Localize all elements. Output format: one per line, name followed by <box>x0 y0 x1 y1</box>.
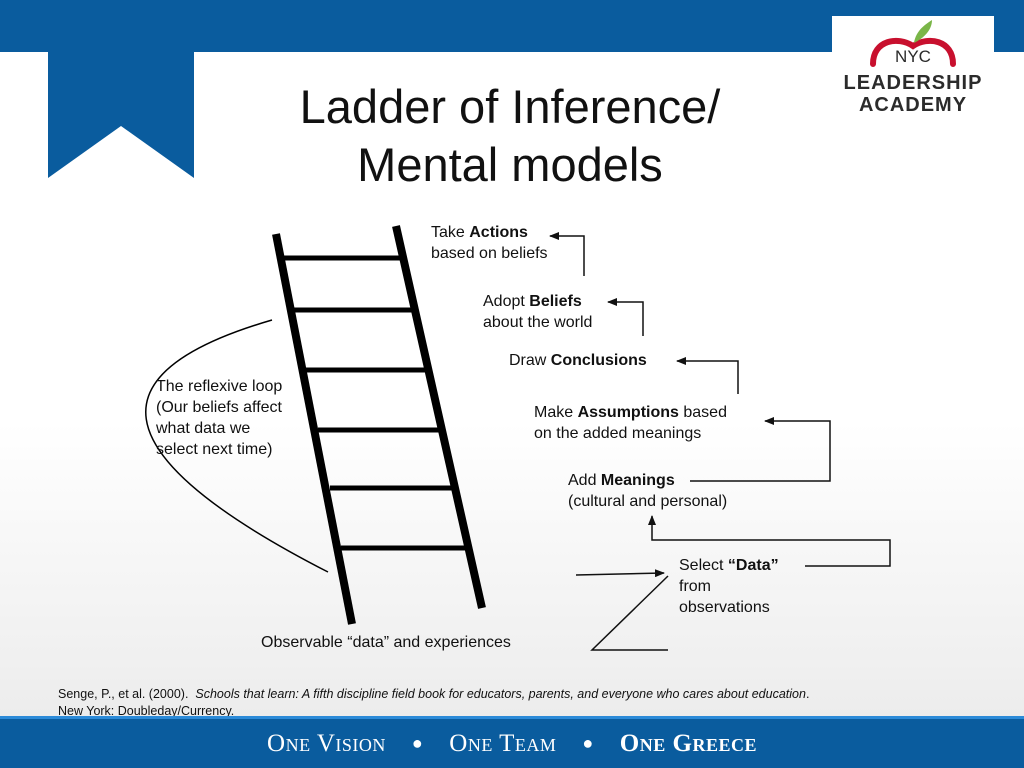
step-adopt-beliefs: Adopt Beliefs about the world <box>483 291 592 333</box>
ladder-right-rail <box>392 225 486 609</box>
connector-data-to-meanings <box>648 515 891 567</box>
step-description: based on beliefs <box>431 245 548 262</box>
reflexive-loop-line: The reflexive loop <box>156 378 283 395</box>
step-keyword: Beliefs <box>529 293 582 310</box>
step-take-actions: Take Actions based on beliefs <box>431 222 548 264</box>
connector-observations-to-data <box>590 575 669 651</box>
reflexive-loop-line: what data we <box>156 420 251 437</box>
logo-text-nyc: NYC <box>895 47 931 66</box>
ladder-left-rail <box>272 233 356 625</box>
step-description: on the added meanings <box>534 425 702 442</box>
reflexive-loop-label: The reflexive loop (Our beliefs affect w… <box>156 376 282 460</box>
footer-one-greece: One Greece <box>619 729 757 757</box>
step-make-assumptions: Make Assumptions based on the added mean… <box>534 402 727 444</box>
step-keyword: Actions <box>469 224 528 241</box>
step-text: Add <box>568 472 601 489</box>
slide-title-line1: Ladder of Inference/ <box>299 80 721 133</box>
step-description: from <box>679 578 711 595</box>
citation-punctuation: . <box>805 687 810 701</box>
reflexive-loop-line: (Our beliefs affect <box>156 399 282 416</box>
connector-meanings-to-assumptions <box>690 417 831 482</box>
step-keyword: Assumptions <box>577 404 679 421</box>
step-add-meanings: Add Meanings (cultural and personal) <box>568 470 727 512</box>
step-description: about the world <box>483 314 593 331</box>
footer-banner: One Vision ● One Team ● One Greece <box>0 716 1024 768</box>
step-draw-conclusions: Draw Conclusions <box>509 350 647 371</box>
connector-conclusions-to-beliefs <box>607 298 644 336</box>
step-keyword: “Data” <box>727 557 779 574</box>
footer-one-team: One Team <box>449 729 557 757</box>
citation-book-title: Schools that learn: A fifth discipline f… <box>195 687 806 701</box>
reflexive-loop-line: select next time) <box>156 441 273 458</box>
step-text: Select <box>679 557 728 574</box>
apple-icon <box>870 20 956 67</box>
step-text: Adopt <box>483 293 530 310</box>
logo-text-leadership: LEADERSHIP <box>843 72 983 94</box>
footer-one-vision: One Vision <box>267 729 386 757</box>
connector-beliefs-to-actions <box>549 232 585 276</box>
step-keyword: Meanings <box>600 472 675 489</box>
step-select-data: Select “Data” from observations <box>679 555 779 618</box>
step-text: Draw <box>509 352 551 369</box>
reflexive-loop-curve <box>145 319 329 573</box>
bookmark-ribbon <box>48 0 194 178</box>
citation: Senge, P., et al. (2000). Schools that l… <box>58 686 998 720</box>
connector-observations-arrow <box>575 569 665 578</box>
footer-bullet: ● <box>582 733 594 753</box>
slide-title-line2: Mental models <box>357 138 663 191</box>
citation-authors: Senge, P., et al. (2000). <box>58 687 189 701</box>
citation-publisher: New York: Doubleday/Currency. <box>58 704 235 718</box>
observable-data-label: Observable “data” and experiences <box>261 634 511 651</box>
nyc-leadership-academy-logo: NYC LEADERSHIP ACADEMY <box>832 16 994 120</box>
connector-assumptions-to-conclusions <box>676 357 739 394</box>
step-description: (cultural and personal) <box>568 493 728 510</box>
step-text-suffix: based <box>678 404 727 421</box>
step-text: Make <box>534 404 578 421</box>
slide-title: Ladder of Inference/ Mental models <box>230 78 790 194</box>
step-text: Take <box>431 224 470 241</box>
ladder <box>272 225 486 625</box>
logo-text-academy: ACADEMY <box>858 94 968 116</box>
step-description-line2: observations <box>679 599 770 616</box>
footer-bullet: ● <box>411 733 424 753</box>
step-keyword: Conclusions <box>550 352 647 369</box>
